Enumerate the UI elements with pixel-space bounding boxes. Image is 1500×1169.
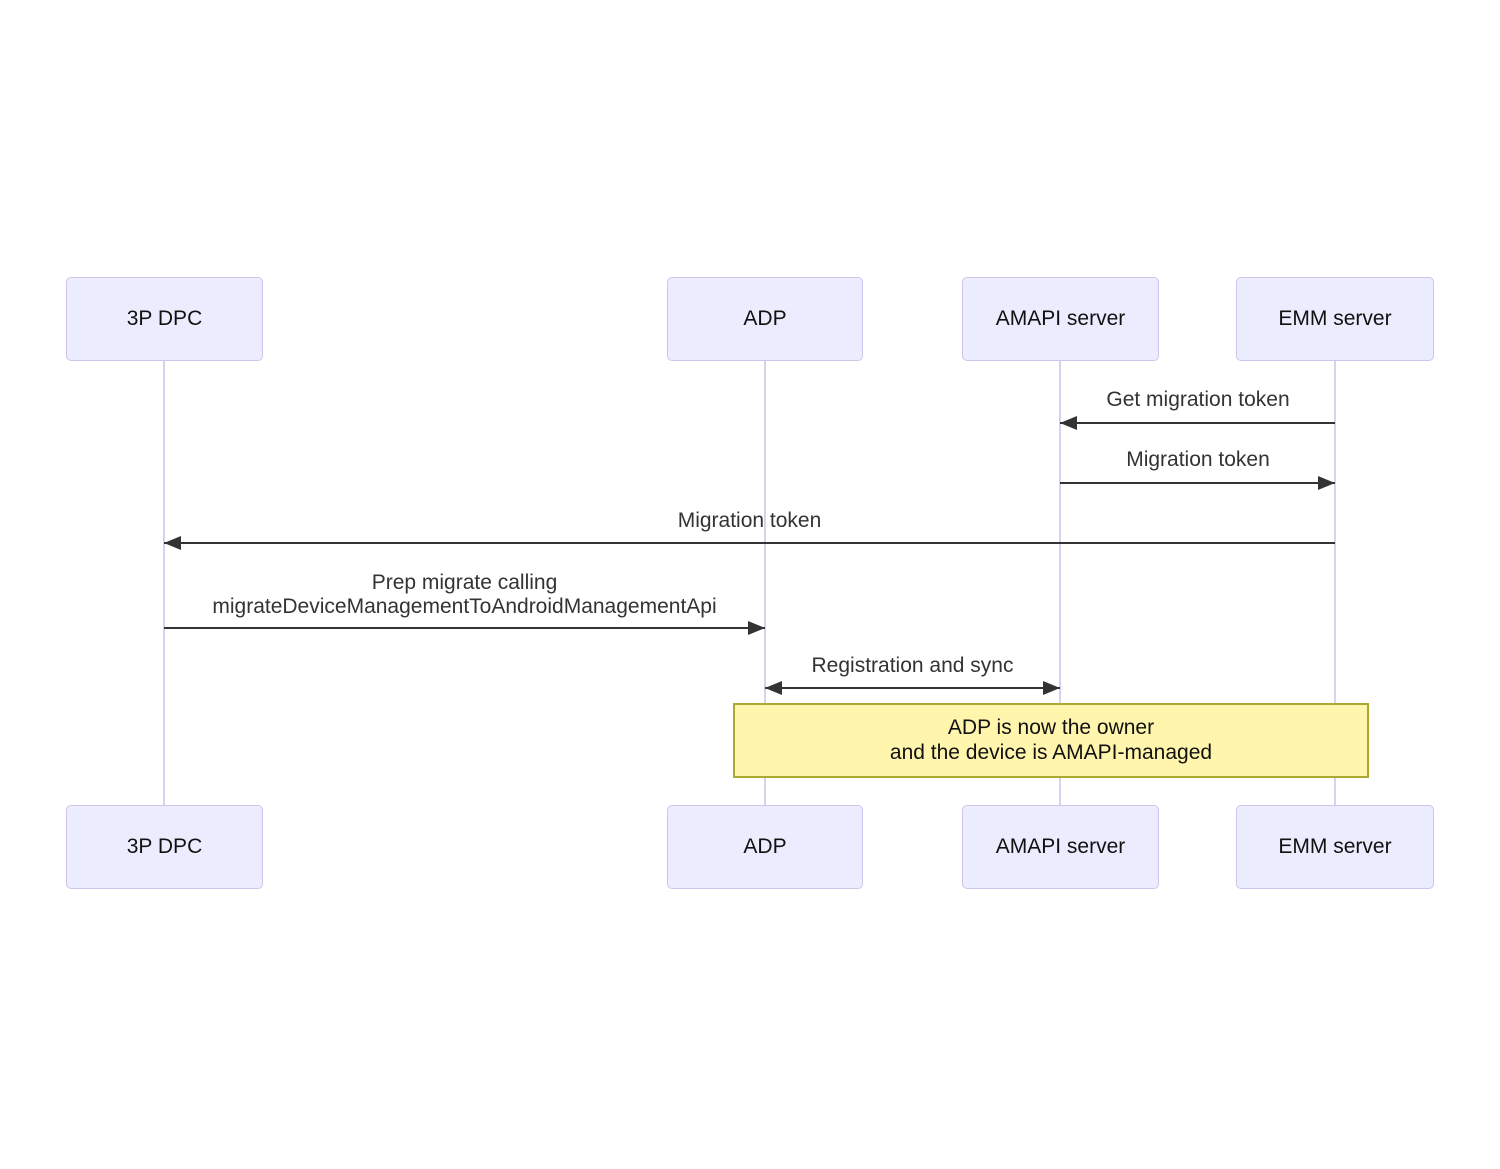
actor-label: AMAPI server <box>995 307 1126 330</box>
message-label: Prep migrate calling migrateDeviceManage… <box>212 571 717 618</box>
message-label: Registration and sync <box>811 654 1014 677</box>
actor-bottom-adp: ADP <box>667 805 863 889</box>
actor-label: 3P DPC <box>126 835 203 858</box>
actor-label: ADP <box>743 307 787 330</box>
message-label: Migration token <box>1126 448 1270 471</box>
actor-top-amapi-server: AMAPI server <box>962 277 1159 361</box>
actor-top-adp: ADP <box>667 277 863 361</box>
arrowhead-left <box>1060 416 1077 430</box>
lifeline-amapi-server <box>1059 361 1061 805</box>
actor-label: 3P DPC <box>126 307 203 330</box>
message-line <box>164 542 1335 544</box>
arrowhead-right <box>748 621 765 635</box>
actor-label: AMAPI server <box>995 835 1126 858</box>
arrowhead-left <box>765 681 782 695</box>
message-line <box>765 687 1060 689</box>
actor-top-emm-server: EMM server <box>1236 277 1434 361</box>
arrowhead-right <box>1318 476 1335 490</box>
message-line <box>1060 482 1335 484</box>
note-adp-owner: ADP is now the owner and the device is A… <box>733 703 1369 778</box>
message-label: Migration token <box>677 509 822 532</box>
actor-bottom-3p-dpc: 3P DPC <box>66 805 263 889</box>
actor-bottom-amapi-server: AMAPI server <box>962 805 1159 889</box>
actor-top-3p-dpc: 3P DPC <box>66 277 263 361</box>
arrowhead-left <box>164 536 181 550</box>
lifeline-adp <box>764 361 766 805</box>
actor-label: ADP <box>743 835 787 858</box>
message-line <box>1060 422 1335 424</box>
actor-bottom-emm-server: EMM server <box>1236 805 1434 889</box>
actor-label: EMM server <box>1278 307 1392 330</box>
arrowhead-right <box>1043 681 1060 695</box>
lifeline-3p-dpc <box>163 361 165 805</box>
actor-label: EMM server <box>1278 835 1392 858</box>
message-label: Get migration token <box>1106 388 1290 411</box>
lifeline-emm-server <box>1334 361 1336 805</box>
message-line <box>164 627 765 629</box>
